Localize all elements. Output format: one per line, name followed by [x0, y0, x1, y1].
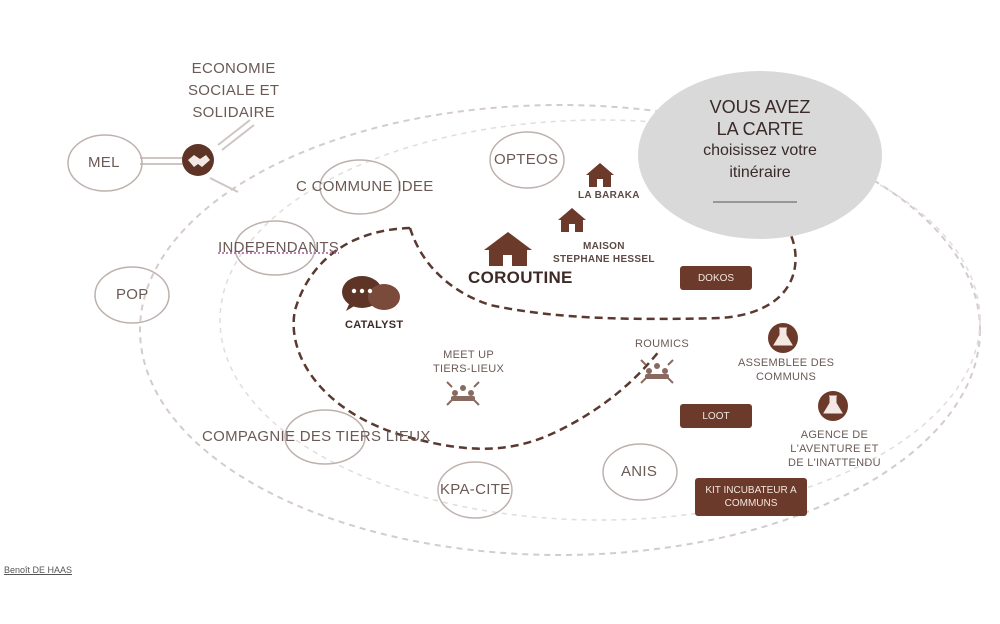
inner-boundary [219, 119, 981, 521]
node-kpa-outline [437, 461, 513, 519]
node-opteos-outline [489, 131, 565, 189]
node-independants-outline [234, 220, 316, 276]
house-icon-baraka [586, 163, 614, 187]
author-credit: Benoît DE HAAS [4, 565, 73, 575]
itinerary-path [292, 204, 797, 450]
node-opteos[interactable]: OPTEOS [494, 151, 559, 168]
ess-label: ECONOMIE SOCIALE ET SOLIDAIRE [188, 60, 280, 121]
node-compagnie-outline [284, 409, 366, 465]
node-maison-hessel[interactable]: MAISON STEPHANE HESSEL [553, 241, 655, 265]
node-pop[interactable]: POP [116, 286, 149, 303]
node-independants[interactable]: INDEPENDANTS [218, 239, 340, 256]
house-icon-coroutine [484, 232, 532, 266]
node-c-commune-idee[interactable]: C COMMUNE IDEE [296, 178, 434, 195]
node-coroutine[interactable]: COROUTINE [468, 268, 573, 287]
node-compagnie-des-tiers-lieux[interactable]: COMPAGNIE DES TIERS LIEUX [202, 428, 431, 445]
node-c-commune-outline [319, 159, 401, 215]
ess-connectors [140, 119, 255, 193]
dokos-button[interactable]: DOKOS [680, 266, 752, 290]
handshake-icon [182, 144, 214, 176]
node-anis-outline [602, 443, 678, 501]
node-meetup-tiers-lieux[interactable]: MEET UP TIERS-LIEUX [433, 349, 505, 375]
loot-button[interactable]: LOOT [680, 404, 752, 428]
node-assemblee-des-communs[interactable]: ASSEMBLEE DES COMMUNS [738, 357, 835, 383]
node-mel[interactable]: MEL [88, 154, 120, 171]
kit-incubateur-button[interactable]: KIT INCUBATEUR A COMMUNS [695, 478, 807, 516]
chat-bubbles-icon [342, 276, 400, 311]
node-roumics[interactable]: ROUMICS [635, 338, 690, 350]
callout-text: VOUS AVEZ LA CARTE choisissez votre itin… [703, 97, 817, 181]
node-anis[interactable]: ANIS [621, 463, 658, 480]
node-mel-outline [67, 134, 143, 192]
node-catalyst[interactable]: CATALYST [345, 319, 404, 331]
node-agence-aventure[interactable]: AGENCE DE L'AVENTURE ET DE L'INATTENDU [788, 429, 881, 469]
house-icon-hessel [558, 208, 586, 232]
flask-icon-assemblee [768, 323, 798, 353]
callout-bubble [638, 71, 882, 239]
node-la-baraka[interactable]: LA BARAKA [578, 190, 640, 201]
people-network-icon-roumics [640, 359, 674, 384]
people-network-icon-meetup [446, 381, 480, 406]
node-kpa-cite[interactable]: KPA-CITE [440, 481, 511, 498]
node-pop-outline [94, 266, 170, 324]
flask-icon-agence [818, 391, 848, 421]
